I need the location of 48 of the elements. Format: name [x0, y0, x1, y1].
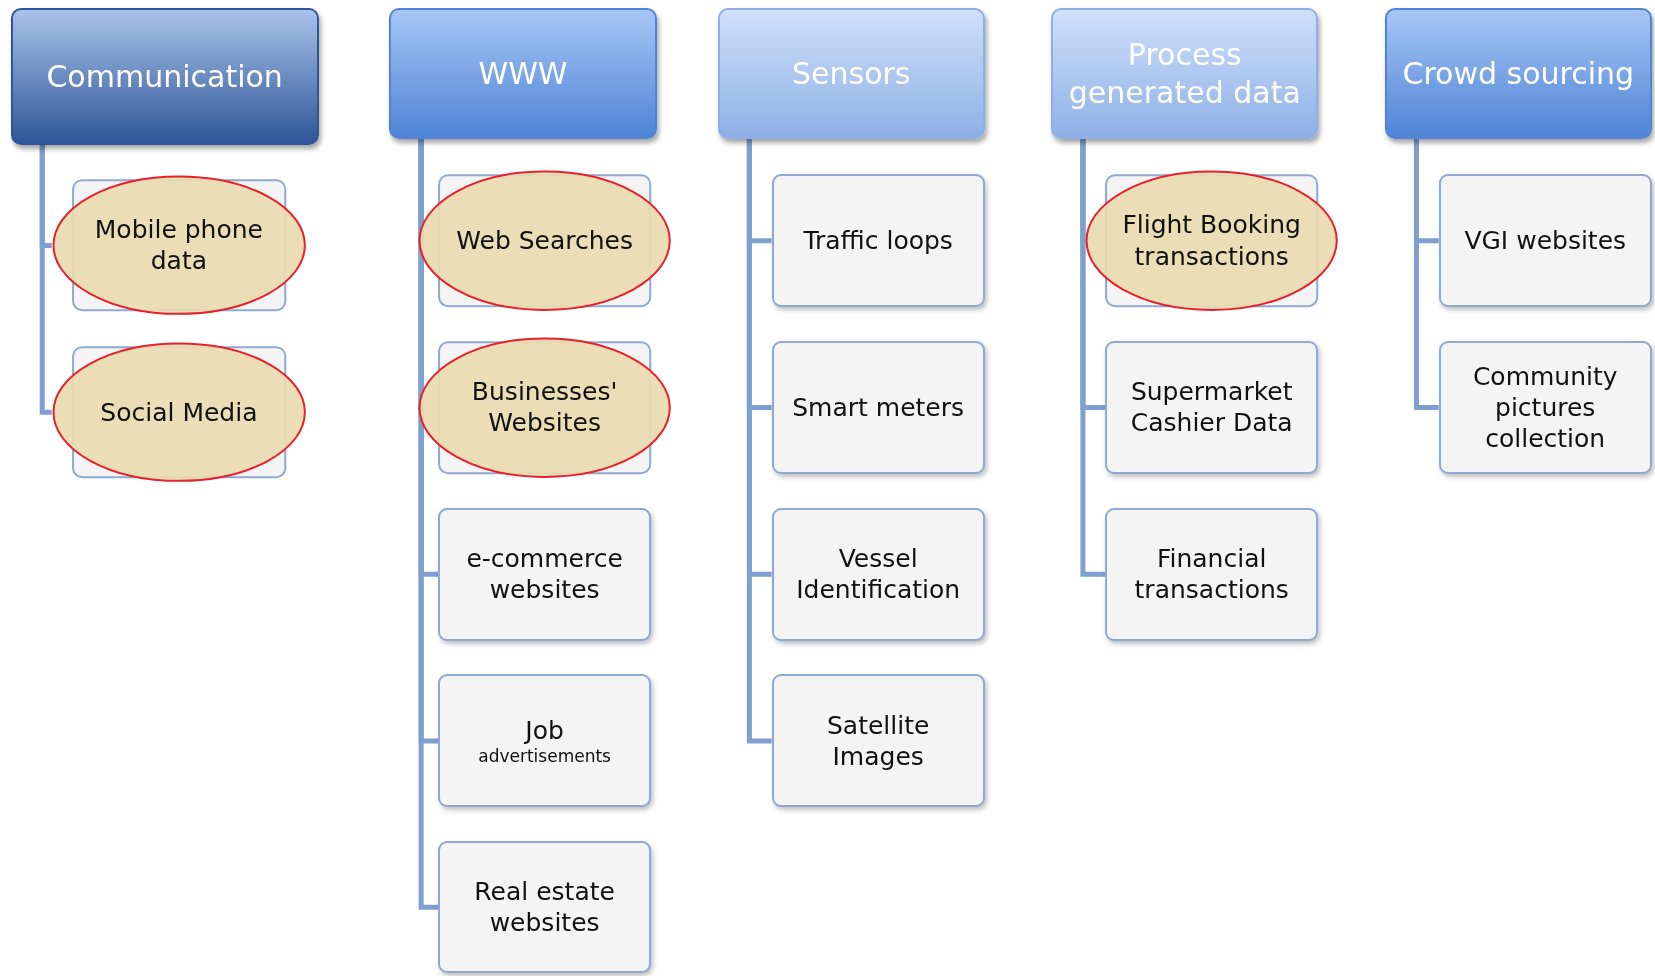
source-text: Community pictures collection: [1471, 360, 1619, 455]
source-text: Satellite Images: [825, 709, 931, 773]
source-text: Supermarket Cashier Data: [1129, 376, 1294, 439]
highlighted-source-box: [51, 341, 307, 483]
source-text: Web Searches: [456, 225, 633, 257]
connector-line: [1413, 139, 1439, 410]
source-box: [438, 674, 652, 808]
source-text: e-commerce websites: [465, 542, 624, 606]
source-box: [771, 174, 985, 308]
source-box: [771, 674, 985, 808]
header-text: WWW: [478, 55, 568, 93]
header-text: Process generated data: [1067, 36, 1302, 112]
category-header-box: [717, 8, 985, 140]
source-box: [1438, 174, 1652, 308]
highlighted-source-box: [1085, 169, 1339, 312]
source-box: [438, 841, 652, 974]
header-text: Sensors: [792, 55, 911, 93]
header-text: Communication: [46, 57, 283, 96]
connector-line: [1080, 139, 1106, 577]
source-box: [1105, 340, 1319, 474]
source-text: Financial transactions: [1133, 542, 1290, 606]
source-text: Flight Booking transactions: [1121, 209, 1302, 272]
source-text: Mobile phone data: [93, 214, 264, 277]
source-text: Businesses' Websites: [470, 376, 619, 439]
source-text: Vessel Identification: [795, 542, 962, 606]
source-box: [438, 507, 652, 641]
source-box: [771, 507, 985, 641]
highlighted-source-box: [417, 169, 672, 312]
source-text: advertisements: [478, 745, 611, 768]
category-header-box: [10, 8, 319, 145]
connector-line: [746, 139, 772, 744]
source-text: Smart meters: [792, 391, 965, 423]
highlighted-source-box: [51, 175, 307, 316]
source-box: [1105, 507, 1319, 641]
source-text: Traffic loops: [803, 225, 953, 257]
source-text: Job: [525, 714, 564, 746]
connector-line: [418, 139, 439, 910]
source-box: [1438, 340, 1652, 474]
source-text: Social Media: [100, 396, 258, 428]
category-header-box: [1384, 8, 1652, 140]
connector-line: [39, 144, 52, 415]
source-text: Real estate websites: [473, 875, 616, 939]
header-text: Crowd sourcing: [1402, 55, 1635, 93]
category-header-box: [1051, 8, 1319, 140]
highlighted-source-box: [417, 336, 672, 479]
source-text: VGI websites: [1464, 225, 1627, 257]
category-header-box: [389, 8, 657, 140]
source-box: [771, 340, 985, 474]
